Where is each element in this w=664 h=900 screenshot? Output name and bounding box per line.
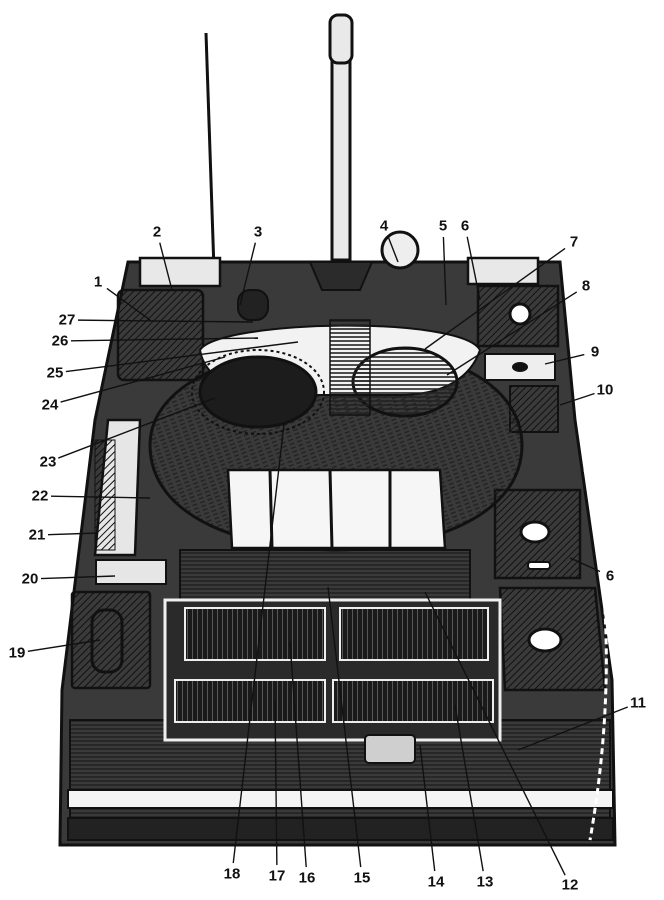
leader-line xyxy=(27,639,101,652)
callout-label: 5 xyxy=(438,217,448,235)
leader-line xyxy=(424,591,566,876)
right-fender-boxes xyxy=(466,256,608,841)
leader-line xyxy=(559,392,595,406)
leader-line xyxy=(569,557,601,573)
leader-line xyxy=(419,744,436,872)
leader-line xyxy=(442,236,447,306)
callout-label: 24 xyxy=(41,396,59,414)
callout-label: 19 xyxy=(8,644,26,662)
callout-label: 17 xyxy=(268,867,286,885)
leader-line xyxy=(289,641,307,868)
callout-label: 15 xyxy=(353,869,371,887)
antenna xyxy=(204,32,216,271)
turret xyxy=(148,230,524,552)
callout-label: 9 xyxy=(590,343,600,361)
callout-label: 21 xyxy=(28,526,46,544)
callout-label: 26 xyxy=(51,332,69,350)
gun-barrel xyxy=(308,13,374,291)
engine-deck xyxy=(163,549,502,764)
leader-line xyxy=(60,356,226,403)
callout-label: 14 xyxy=(427,873,445,891)
leader-line xyxy=(517,706,629,751)
callout-label: 18 xyxy=(223,865,241,883)
callout-label: 25 xyxy=(46,364,64,382)
callout-label: 11 xyxy=(630,694,646,712)
callout-label: 23 xyxy=(39,453,57,471)
callout-label: 3 xyxy=(253,223,263,241)
leader-line xyxy=(454,704,484,872)
callout-label: 7 xyxy=(569,233,579,251)
leader-line xyxy=(466,236,481,301)
leader-line xyxy=(232,423,285,864)
callout-label: 27 xyxy=(58,311,76,329)
callout-label: 6 xyxy=(605,567,615,585)
leader-line xyxy=(446,291,578,376)
callout-leader-lines xyxy=(27,235,629,876)
callout-label: 6 xyxy=(460,217,470,235)
leader-line xyxy=(544,353,585,365)
leader-line xyxy=(424,247,566,350)
leader-line xyxy=(58,397,216,459)
callout-label: 4 xyxy=(379,217,389,235)
callout-label: 2 xyxy=(152,223,162,241)
leader-line xyxy=(239,242,257,306)
leader-line xyxy=(106,287,151,321)
callout-label: 16 xyxy=(298,869,316,887)
leader-line xyxy=(159,242,173,291)
leader-line xyxy=(50,495,151,499)
leader-line xyxy=(77,319,254,323)
leader-line xyxy=(40,575,116,580)
callout-label: 13 xyxy=(476,873,494,891)
leader-line xyxy=(47,532,99,536)
callout-label: 12 xyxy=(561,876,579,894)
callout-label: 8 xyxy=(581,277,591,295)
callout-label: 20 xyxy=(21,570,39,588)
callout-label: 1 xyxy=(93,273,103,291)
leader-line xyxy=(70,337,259,342)
leader-line xyxy=(327,586,362,868)
leader-line xyxy=(65,341,299,373)
callout-label: 22 xyxy=(31,487,49,505)
callout-label: 10 xyxy=(596,381,614,399)
leader-line xyxy=(274,699,278,866)
leader-line xyxy=(387,235,399,263)
left-fender-boxes xyxy=(70,256,222,690)
